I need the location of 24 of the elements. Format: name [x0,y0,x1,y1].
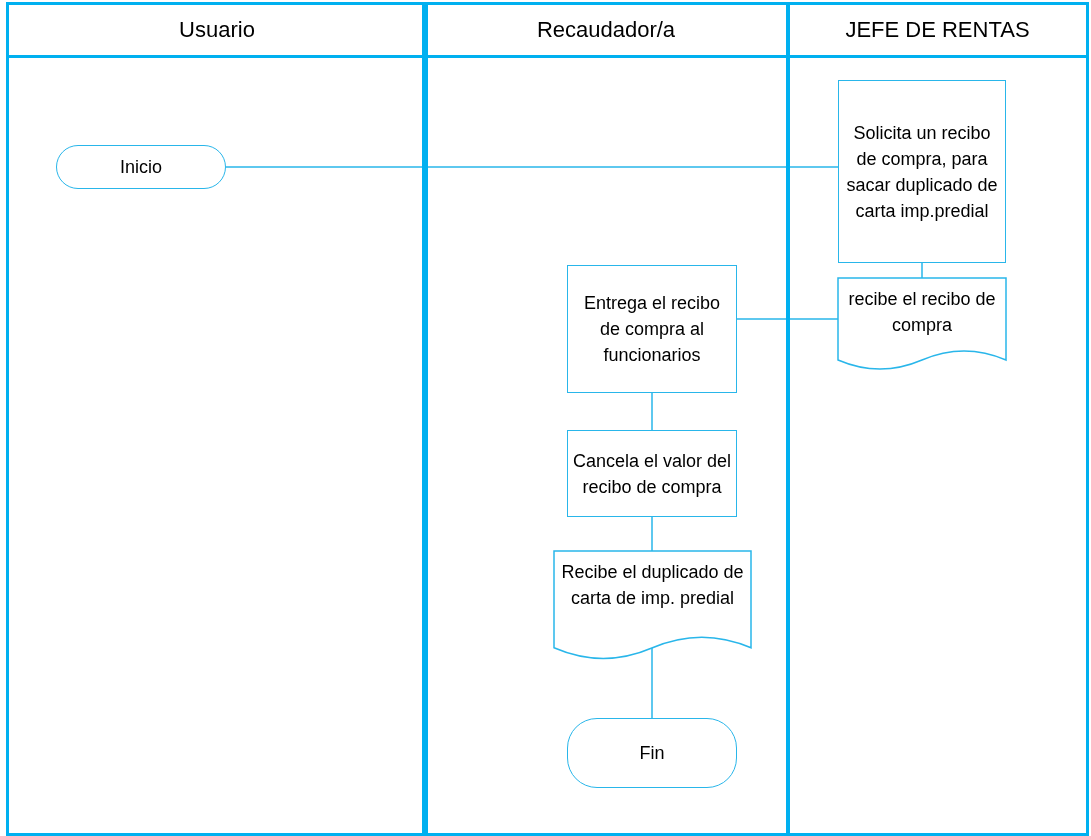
swimlane [786,2,1089,836]
process-box [567,430,737,517]
lane-header: Usuario [9,5,425,58]
connector-line [225,166,839,168]
step-label: Cancela el valor del recibo de compra [571,449,733,499]
connector-line [651,647,653,719]
lane-header: Recaudador/a [425,5,787,58]
terminator [56,145,226,189]
terminator [567,718,737,788]
step-label: Inicio [119,156,163,179]
step-label: Entrega el recibo de compra al funcionarios [582,292,722,367]
connector-line [651,392,653,431]
process-box [567,265,737,393]
swimlane [422,2,790,836]
connector-line [921,262,923,279]
step-label: Fin [638,742,666,765]
process-box [838,80,1006,263]
step-label: Solicita un recibo de compra, para sacar duplicado de carta imp.predial [845,121,999,223]
step-label: recibe el recibo de compra [847,288,997,337]
lane-header: JEFE DE RENTAS [789,5,1086,58]
connector-line [736,318,839,320]
connector-line [651,516,653,552]
swimlane [6,2,428,836]
step-label: Recibe el duplicado de carta de imp. predial [560,561,745,610]
